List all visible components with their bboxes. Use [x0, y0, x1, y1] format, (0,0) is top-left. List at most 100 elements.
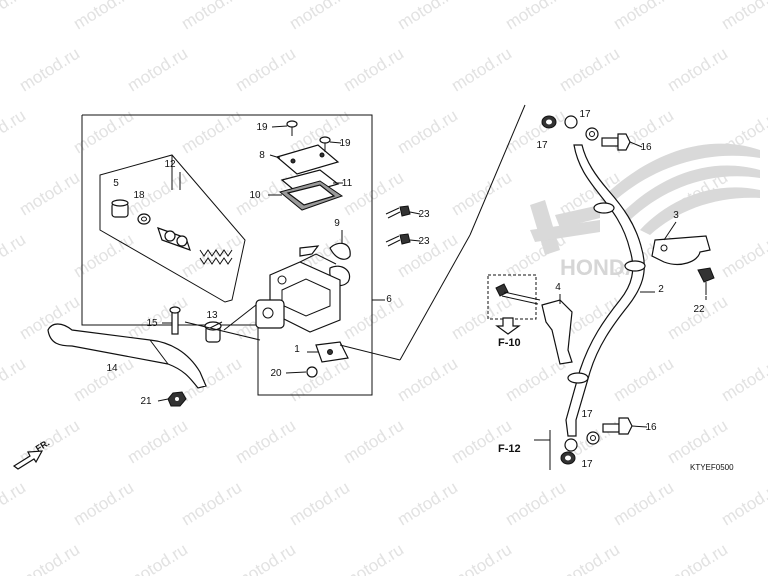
f10-bolt: [487, 274, 541, 320]
part-8-reservoir-cap: [275, 144, 340, 175]
watermark-text: motod.ru: [340, 292, 407, 344]
part-17-washer-top-right: [585, 127, 599, 141]
watermark-text: motod.ru: [178, 0, 245, 33]
callout-14: 14: [106, 363, 118, 374]
drawing-code: KTYEF0500: [690, 463, 734, 472]
watermark-text: motod.ru: [394, 106, 461, 158]
watermark-text: motod.ru: [718, 354, 768, 406]
callout-17: 17: [581, 459, 593, 470]
callout-leader-19: [271, 125, 288, 128]
part-19-screw-a: [286, 120, 298, 136]
watermark-text: motod.ru: [664, 44, 731, 96]
part-17-washer-bottom-right: [586, 431, 600, 445]
watermark-text: motod.ru: [70, 478, 137, 530]
callout-leader-13: [209, 321, 223, 329]
part-1-switch: [315, 341, 349, 363]
watermark-text: motod.ru: [340, 416, 407, 468]
watermark-text: motod.ru: [448, 44, 515, 96]
watermark-text: motod.ru: [556, 540, 623, 576]
callout-18: 18: [133, 190, 145, 201]
callout-19: 19: [256, 122, 268, 133]
callout-labels: 1234568910111213141516161717171718191920…: [34, 109, 734, 472]
callout-leader-20: [285, 371, 307, 374]
part-10-diaphragm: [278, 180, 344, 211]
callout-2: 2: [658, 284, 664, 295]
watermark-text: motod.ru: [718, 478, 768, 530]
callout-16: 16: [645, 422, 657, 433]
callout-6: 6: [386, 294, 392, 305]
watermark-text: motod.ru: [0, 478, 29, 530]
watermark-text: motod.ru: [664, 540, 731, 576]
part-15-pivot-bolt: [169, 306, 181, 335]
watermark-text: motod.ru: [286, 0, 353, 33]
leader-lines-left: [184, 104, 526, 361]
watermark-text: motod.ru: [16, 44, 83, 96]
part-5-piston-cap: [111, 199, 129, 218]
part-4-hose-guide: [541, 299, 573, 365]
part-23-bolt-b: [385, 233, 411, 247]
watermark-text: motod.ru: [124, 540, 191, 576]
part-17-washer-bottom-left: [560, 451, 576, 465]
part-23-bolt-a: [385, 205, 411, 219]
callout-17: 17: [536, 140, 548, 151]
watermark-text: motod.ru: [178, 106, 245, 158]
part-9-boot: [329, 242, 351, 260]
watermark-text: motod.ru: [610, 0, 677, 33]
watermark-text: motod.ru: [286, 354, 353, 406]
callout-leader-19: [329, 141, 342, 144]
part-2-brake-hose: [564, 115, 646, 452]
watermark-text: motod.ru: [448, 540, 515, 576]
callout-23: 23: [418, 236, 430, 247]
callout-leader-21: [157, 398, 169, 402]
callout-leader-16: [629, 141, 643, 148]
watermark-text: motod.ru: [394, 354, 461, 406]
callout-16: 16: [640, 142, 652, 153]
ref-f12-label: F-12: [498, 443, 521, 455]
watermark-text: motod.ru: [502, 478, 569, 530]
watermark-text: motod.ru: [610, 354, 677, 406]
callout-leader-23: [409, 239, 421, 242]
watermark-text: motod.ru: [70, 106, 137, 158]
part-13-bushing: [204, 321, 222, 343]
watermark-text: motod.ru: [664, 292, 731, 344]
watermark-text: motod.ru: [340, 44, 407, 96]
callout-5: 5: [113, 178, 119, 189]
part-17-washer-top-left: [541, 115, 557, 129]
callout-leader-8: [269, 154, 281, 159]
callout-21: 21: [140, 396, 152, 407]
watermark-text: motod.ru: [70, 230, 137, 282]
callout-20: 20: [270, 368, 282, 379]
watermark-text: motod.ru: [556, 44, 623, 96]
callout-12: 12: [164, 159, 176, 170]
watermark-text: motod.ru: [124, 44, 191, 96]
part-19-screw-b: [319, 136, 331, 152]
part-21-nut: [167, 391, 187, 407]
callout-3: 3: [673, 210, 679, 221]
watermark-text: motod.ru: [124, 416, 191, 468]
callout-9: 9: [334, 218, 340, 229]
callout-11: 11: [342, 178, 353, 189]
part-16-bolt-top: [601, 133, 631, 151]
ref-f10-label: F-10: [498, 337, 521, 349]
watermark-text: motod.ru: [70, 354, 137, 406]
callout-4: 4: [555, 282, 561, 293]
watermark-text: motod.ru: [340, 540, 407, 576]
watermark-text: motod.ru: [340, 168, 407, 220]
front-direction-arrow: [12, 450, 44, 470]
part-16-bolt-bottom: [602, 417, 633, 435]
callout-19: 19: [339, 138, 351, 149]
watermark-text: motod.ru: [448, 168, 515, 220]
part-22-bolt: [697, 267, 715, 295]
callout-13: 13: [206, 310, 218, 321]
watermark-text: motod.ru: [610, 478, 677, 530]
watermark-text: motod.ru: [448, 416, 515, 468]
watermark-text: motod.ru: [718, 230, 768, 282]
callout-leader-16: [631, 425, 648, 428]
callout-15: 15: [146, 318, 158, 329]
part-14-brake-lever: [47, 323, 207, 389]
watermark-text: motod.ru: [664, 416, 731, 468]
callout-17: 17: [581, 409, 593, 420]
callout-17: 17: [579, 109, 591, 120]
